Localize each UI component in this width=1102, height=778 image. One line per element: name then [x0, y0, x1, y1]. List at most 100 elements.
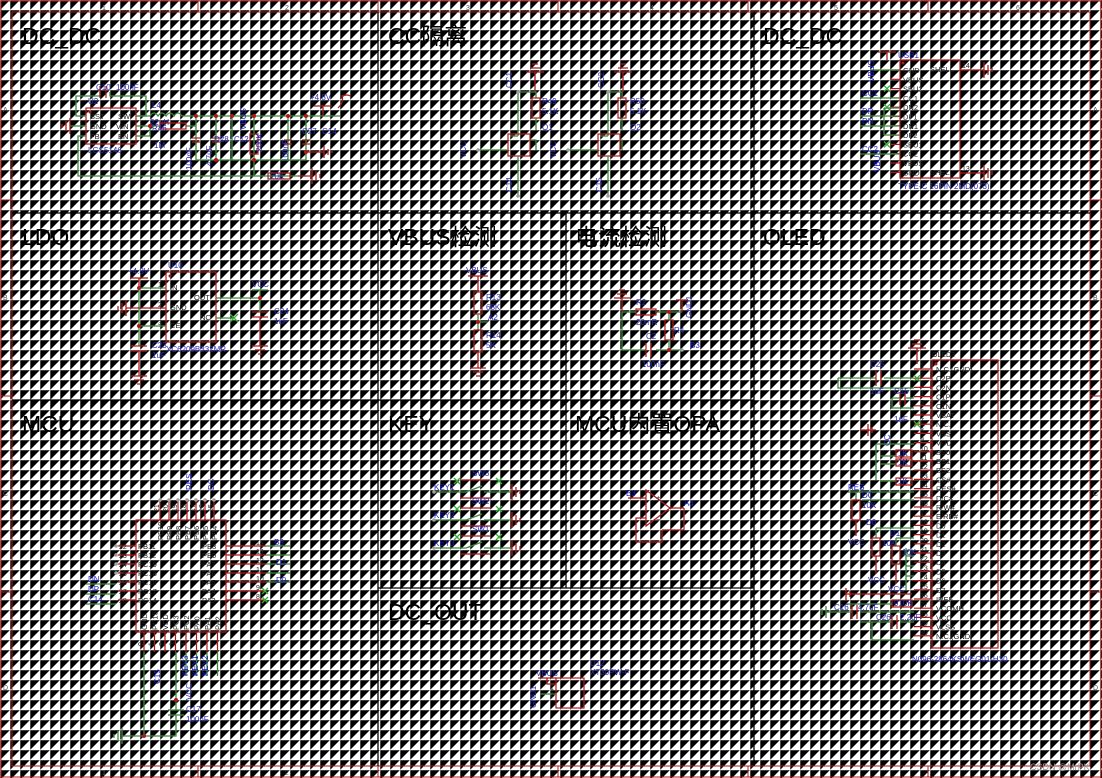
- oled-pin-label: VLSS: [936, 623, 955, 632]
- mcu-right-pin-label: PA5: [202, 578, 216, 587]
- mcu-bottom-pin-label: PA1: [203, 616, 212, 630]
- mcu-left-pin-num: 24: [119, 562, 127, 569]
- oled-net-dc: DC: [862, 491, 874, 500]
- c25-value: 1uF: [870, 387, 884, 396]
- current-b3: B3: [690, 341, 700, 350]
- row-label-d: D: [3, 685, 8, 692]
- oled-r-1k-a: 1K: [898, 449, 908, 458]
- oled-pin-num: 26: [920, 593, 928, 600]
- usb-pin-label: SBU1: [903, 140, 923, 149]
- mcu-bottom-pin-num: 3: [170, 642, 177, 646]
- c14-ref: C14: [322, 127, 337, 136]
- r13-value: 68K: [486, 303, 501, 312]
- row-label-b: B: [3, 295, 8, 302]
- mcu-body: [135, 519, 227, 633]
- r2-ref: R2: [636, 298, 647, 307]
- u2-ref: U2: [88, 97, 99, 106]
- mcu-left-pin-num: 22: [119, 544, 127, 551]
- row-label-c: C: [3, 491, 8, 498]
- mcu-right-pin-label: PA6: [202, 569, 216, 578]
- ldo-pin-num-2: 2: [158, 302, 162, 309]
- oled-pin-label: C1P: [936, 393, 951, 402]
- switch-ref: SW3: [472, 469, 490, 478]
- mcu-net-c14: C14: [88, 595, 103, 604]
- col-label-4: 4: [650, 5, 654, 12]
- c25-ref: C25: [870, 360, 885, 369]
- oled-part: N096-2864KSWEG01-H30: [912, 655, 1008, 664]
- usb-pin-shell-b: SHELL: [930, 168, 954, 177]
- usb-net-vbus-a: VBUS: [867, 60, 876, 82]
- mcu-top-pin-num: 20: [163, 504, 170, 512]
- oled-r-910k: 910K: [894, 599, 913, 608]
- mcu-pin-end: [158, 498, 162, 502]
- c26-value: 2.2uF: [900, 613, 921, 622]
- switch-body: [460, 479, 490, 499]
- dc-out-gnd1: GND1: [529, 685, 538, 708]
- r13-ref: R13: [486, 293, 501, 302]
- mcu-right-pin-num: 12: [256, 558, 264, 565]
- mcu-left-pin-num: 26: [119, 580, 127, 587]
- c15-net: C15: [595, 177, 604, 192]
- oled-pin-num: 29: [920, 621, 928, 628]
- mcu-bottom-pin-label: PA2: [214, 616, 223, 630]
- usb-pin-label: GND: [903, 66, 920, 75]
- mcu-pin-end: [114, 562, 118, 566]
- u2-pin-vin: VIN: [116, 122, 129, 131]
- col-label-1-bottom: 1: [102, 770, 106, 777]
- cc-isolation-circuit: CC1 R49 5.1K Q1 VCC C14 CC2 R50 5.1K Q2 …: [459, 63, 647, 198]
- mcu-net-c15: C15: [153, 669, 162, 684]
- oled-pin-num: 18: [920, 519, 928, 526]
- oled-net-res: RES: [848, 483, 864, 492]
- oled-pin-num: 24: [920, 575, 928, 582]
- oled-pin-num: 7: [920, 418, 924, 425]
- r14-ref: R14: [486, 331, 501, 340]
- usb-pin-shell-a: SHELL: [930, 65, 954, 74]
- u2-pin-fb: FB: [90, 132, 100, 141]
- r46: [159, 122, 187, 130]
- c10-ref: C10: [96, 83, 111, 92]
- mcu-top-pin-num: 18: [181, 504, 188, 512]
- usb-net-vbus-b: VBUS: [873, 150, 882, 172]
- switch-wire: [434, 513, 512, 521]
- col-label-5: 5: [834, 5, 838, 12]
- oled-pin-num: 23: [920, 565, 928, 572]
- mcu-bottom-pin-label: PC15: [151, 611, 160, 630]
- oled-pin-num: 21: [920, 547, 928, 554]
- switch-key-net: KEY1: [434, 483, 455, 492]
- mcu-top-pin-num: 17: [190, 504, 197, 512]
- c26-ref: C26: [876, 613, 891, 622]
- r46-value: 1M: [154, 141, 165, 150]
- mcu-net-dc: DC: [207, 478, 216, 490]
- oled-pin-num: 1: [920, 363, 924, 370]
- res-20k-value: 20K: [270, 172, 285, 181]
- mcu-left-pin-label: PB11: [138, 542, 156, 551]
- section-title-cc: CC隔离: [388, 23, 467, 49]
- oled-pin-label: D4: [936, 558, 946, 567]
- c23-ref: C23: [152, 341, 167, 350]
- oled-pin-num: 15: [920, 492, 928, 499]
- oled-pin-label: C2N: [936, 383, 951, 392]
- r49-ref: R49: [542, 97, 557, 106]
- dc-out-pin-1: 1: [550, 685, 554, 692]
- mcu-net-key1: KEY1: [191, 655, 200, 676]
- mcu-bottom-pin-num: 6: [201, 642, 208, 646]
- oled-net-vcc-b: VCC: [868, 576, 885, 585]
- ldo-pin-num-5: 5: [220, 292, 224, 299]
- switch-no-connect: [495, 477, 503, 485]
- row-label-a: A: [3, 107, 8, 114]
- u2-pin-sw: SW: [118, 112, 131, 121]
- oled-pin-label: N.C.(GND): [936, 632, 973, 641]
- usb-pin-label: SBU2: [903, 85, 923, 94]
- mcu-top-pin-num: 15: [208, 504, 215, 512]
- switch-ground: [511, 512, 521, 528]
- vbus-detect-net: VBUS: [466, 266, 488, 275]
- r4-ref: R4: [674, 326, 685, 335]
- mcu-net-dn: DN: [88, 575, 100, 584]
- mcu-right-pin-label: PA4: [202, 587, 216, 596]
- oled-pin-label: E/RD#: [936, 512, 959, 521]
- oled-pin-label: D2: [936, 540, 946, 549]
- section-title-vbus-detect: VBUS检测: [388, 224, 497, 250]
- switch-no-connect: [495, 505, 503, 513]
- switch-key-net: KEY2: [434, 511, 455, 520]
- mcu-bottom-pin-num: 2: [159, 642, 166, 646]
